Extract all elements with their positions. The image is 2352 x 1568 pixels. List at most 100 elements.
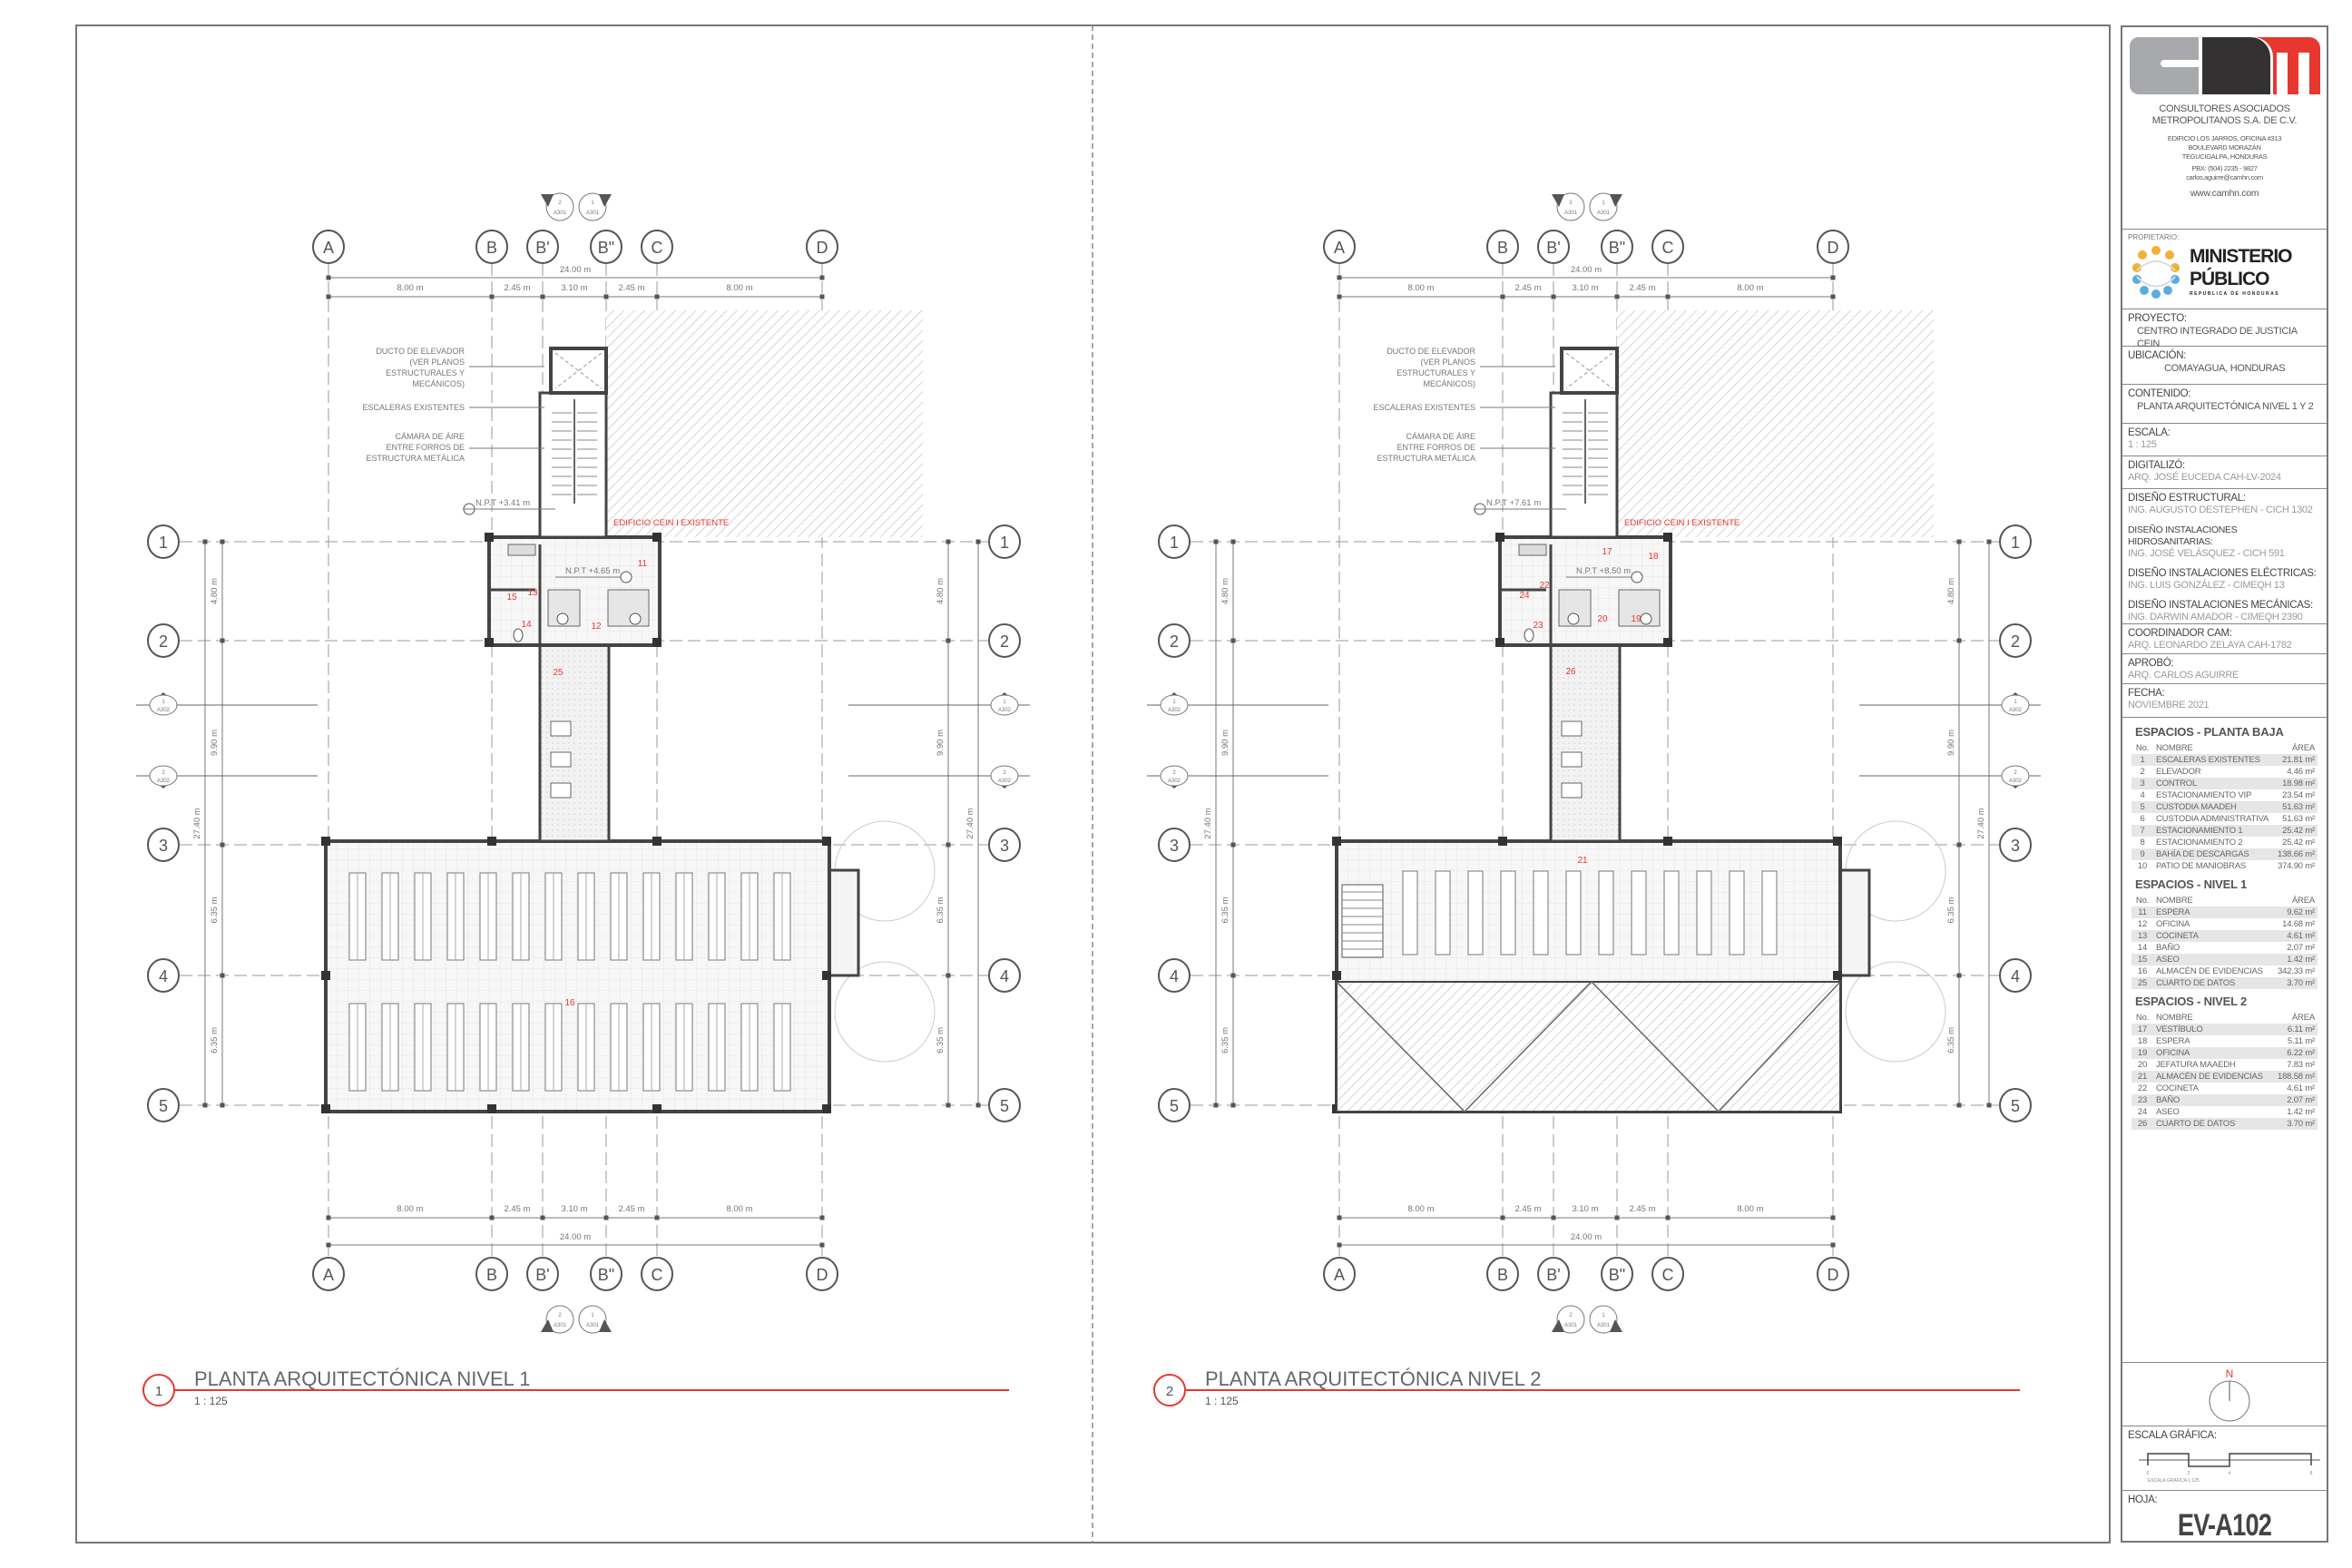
dimension-label: 8.00 m xyxy=(397,283,423,293)
dimension-tick xyxy=(1337,294,1342,299)
space-area: 1.42 m² xyxy=(2272,954,2318,965)
dimension-tick xyxy=(1230,638,1236,643)
grid-col-bubble xyxy=(1537,230,1570,264)
space-area: 25.42 m² xyxy=(2274,825,2318,837)
company-name-2: METROPOLITANOS S.A. DE C.V. xyxy=(2151,115,2298,126)
section-number: 2 xyxy=(1172,770,1176,776)
dimension-label: 9.90 m xyxy=(1946,730,1956,756)
dimension-label: 6.35 m xyxy=(210,1027,220,1054)
column xyxy=(1498,837,1507,846)
annotation-text: ENTRE FORROS DE xyxy=(1396,443,1475,452)
section-number: 1 xyxy=(1602,1313,1605,1318)
graphic-scale-bar: 0 2 4 8 ESCALA GRÁFICA 1:125 xyxy=(2139,1453,2320,1484)
space-number: 16 xyxy=(2137,966,2148,976)
dimension-tick xyxy=(1956,842,1962,848)
dimension-tick xyxy=(1986,539,1992,544)
column xyxy=(652,1104,662,1113)
dimension-tick xyxy=(540,294,545,299)
space-number: 19 xyxy=(2132,1047,2153,1059)
section-ref: A302 xyxy=(1168,708,1181,713)
dimension-label: 6.35 m xyxy=(1220,1027,1230,1054)
email: carlos.aguirre@camhn.com xyxy=(2186,173,2263,181)
chair-icon xyxy=(1567,612,1580,625)
dimension-tick xyxy=(1213,539,1219,544)
room-number: 16 xyxy=(564,998,575,1008)
dimension-tick xyxy=(1986,1102,1992,1108)
dimension-tick xyxy=(946,1102,951,1108)
dimension-tick xyxy=(202,1102,208,1108)
grid-row-label: 2 xyxy=(1000,632,1009,651)
address-2: BOULEVARD MORAZÁN xyxy=(2188,143,2261,152)
space-area: 4.46 m² xyxy=(2287,767,2315,777)
dimension-label: 3.10 m xyxy=(1572,1204,1598,1214)
dimension-tick xyxy=(1956,973,1962,978)
dimension-tick xyxy=(975,539,981,544)
coordinator-section: COORDINADOR CAM: ARQ. LEONARDO ZELAYA CA… xyxy=(2122,624,2327,654)
column xyxy=(487,837,496,846)
space-number: 26 xyxy=(2132,1118,2153,1130)
space-name: ESTACIONAMIENTO VIP xyxy=(2156,790,2252,800)
grid-col-bubble xyxy=(526,1257,559,1291)
website-link[interactable]: www.camhn.com xyxy=(2190,188,2259,199)
grid-col-bubble xyxy=(806,1257,838,1291)
grid-col-bubble xyxy=(641,1257,673,1291)
section-ref: A301 xyxy=(586,211,600,216)
grid-row-label: 5 xyxy=(2011,1097,2020,1115)
dimension-label: 2.45 m xyxy=(618,283,644,293)
company-section: CONSULTORES ASOCIADOS METROPOLITANOS S.A… xyxy=(2122,27,2327,230)
elevator-shaft xyxy=(1560,347,1619,395)
room-number: 20 xyxy=(1597,614,1608,624)
dimension-label: 6.35 m xyxy=(936,897,946,923)
space-area: 51.63 m² xyxy=(2282,814,2315,824)
annotation-text: ESTRUCTURALES Y xyxy=(386,368,465,377)
dimension-tick xyxy=(1614,1215,1620,1220)
dimension-label: 27.40 m xyxy=(1203,808,1213,838)
dimension-tick xyxy=(202,539,208,544)
column xyxy=(321,837,330,846)
project-value: CENTRO INTEGRADO DE JUSTICIA CEIN xyxy=(2137,326,2298,349)
dimension-label: 2.45 m xyxy=(618,1204,644,1214)
dimension-tick xyxy=(540,1215,545,1220)
annotation-text: DUCTO DE ELEVADOR xyxy=(1387,347,1475,356)
header-name: NOMBRE xyxy=(2156,896,2193,906)
dimension-tick xyxy=(1500,294,1505,299)
space-number: 13 xyxy=(2132,930,2153,942)
shelf-rack xyxy=(1402,870,1418,956)
dimension-tick xyxy=(1956,539,1962,544)
space-area: 2.07 m² xyxy=(2287,943,2315,953)
section-ref: A302 xyxy=(1168,779,1181,784)
grid-row-bubble xyxy=(988,524,1021,559)
dimension-tick xyxy=(220,842,225,848)
digitized-label: DIGITALIZÓ: xyxy=(2128,460,2185,471)
shelf-rack xyxy=(1663,870,1680,956)
grid-col-label: D xyxy=(817,239,828,257)
dimension-label: 2.45 m xyxy=(504,283,530,293)
dimension-tick xyxy=(326,275,331,280)
designs-section: DISEÑO ESTRUCTURAL:ING. AUGUSTO DESTEPHE… xyxy=(2122,489,2327,624)
annotation-text: CÁMARA DE ÁIRE xyxy=(395,432,465,441)
dimension-tick xyxy=(603,294,609,299)
ministerio-publico-emblem-icon xyxy=(2132,246,2180,299)
space-area: 6.11 m² xyxy=(2272,1024,2318,1035)
elevator-cross xyxy=(554,352,603,389)
cabinet xyxy=(550,782,572,799)
dimension-tick xyxy=(220,539,225,544)
room-number: 11 xyxy=(638,559,648,569)
column xyxy=(1495,533,1504,542)
header-area: ÁREA xyxy=(2291,743,2315,753)
section-ref: A301 xyxy=(1597,1323,1611,1328)
column xyxy=(822,971,831,980)
section-ref: A302 xyxy=(2009,779,2023,784)
column xyxy=(822,837,831,846)
dimension-tick xyxy=(946,973,951,978)
grid-col-bubble xyxy=(806,230,838,264)
section-number: 1 xyxy=(1602,201,1605,206)
chair-icon xyxy=(1640,612,1652,625)
grid-row-bubble xyxy=(1158,828,1191,862)
header-no: No. xyxy=(2135,743,2150,753)
scale-tick: 0 xyxy=(2147,1471,2150,1476)
section-number: 1 xyxy=(1172,700,1176,705)
project-section: PROYECTO: CENTRO INTEGRADO DE JUSTICIA C… xyxy=(2122,309,2327,349)
grid-row-label: 4 xyxy=(1000,967,1009,985)
